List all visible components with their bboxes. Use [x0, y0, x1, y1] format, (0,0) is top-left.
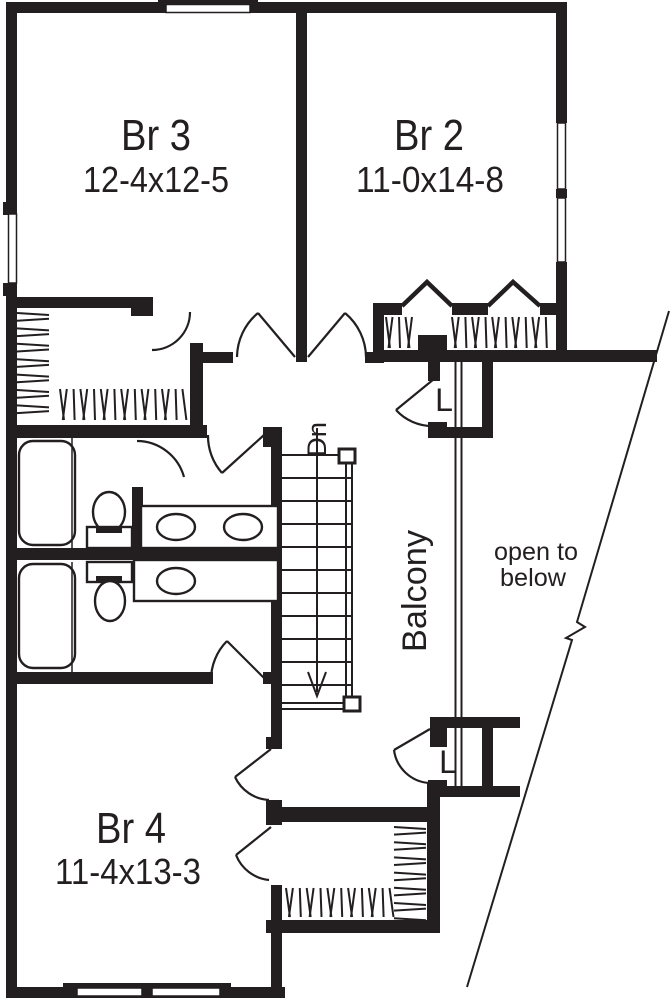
bathtub — [17, 439, 77, 547]
vanity — [132, 558, 280, 603]
sink — [155, 566, 197, 596]
br3-left-window — [7, 213, 18, 284]
br3-hall-door — [235, 312, 296, 358]
br2-closet-bifold-door-1 — [400, 278, 454, 308]
open-to-below-label-line1: open to — [494, 538, 578, 566]
handrail-post-top — [337, 447, 357, 465]
br2-closet-rod-hatch-right — [451, 316, 548, 349]
bathroom-2-fixtures — [17, 558, 280, 672]
labels: Br 3 12-4x12-5 Br 2 11-0x14-8 Br 4 11-4x… — [55, 111, 578, 892]
room-label-balcony: Balcony — [396, 530, 434, 652]
stair-direction-label: Dn — [302, 422, 332, 457]
sink — [222, 512, 264, 542]
linen-lower-door — [392, 728, 431, 785]
br3-closet-rod-hatch — [59, 388, 188, 421]
cutaway-break-line — [466, 310, 670, 988]
br3-top-window — [165, 3, 251, 14]
br4-bottom-window-1 — [76, 987, 143, 997]
br4-closet-shelf-hatch — [393, 826, 427, 922]
doors — [136, 278, 542, 882]
room-label-br4: Br 4 — [96, 804, 166, 853]
bathroom-1-fixtures — [17, 438, 280, 550]
linen-closet-label-lower: L — [439, 744, 457, 780]
br3-closet-shelf-hatch — [16, 312, 50, 415]
br2-closet-bifold-door-2 — [486, 278, 542, 308]
room-label-br2: Br 2 — [394, 111, 464, 160]
br4-closet-rod-hatch — [285, 887, 395, 918]
room-label-br3: Br 3 — [121, 111, 191, 160]
bathtub — [17, 562, 77, 670]
sink — [155, 512, 197, 542]
walls — [3, 2, 657, 998]
br2-right-window-2 — [556, 197, 567, 263]
linen-closet-label-upper: L — [435, 382, 453, 418]
window-sills — [63, 0, 258, 988]
room-dims-br2: 11-0x14-8 — [356, 159, 504, 200]
toilet-bowl — [93, 579, 127, 623]
bath2-door — [209, 640, 267, 681]
br4-bottom-window-2 — [151, 987, 221, 997]
bath1-hall-door — [206, 434, 265, 474]
staircase — [282, 428, 362, 713]
windows — [7, 3, 567, 997]
toilet-seat-hinge — [96, 527, 122, 533]
stair-arrow-down — [307, 671, 327, 699]
toilet-seat-hinge — [96, 576, 122, 582]
room-dims-br3: 12-4x12-5 — [83, 159, 229, 200]
br3-closet-door-arc — [151, 311, 192, 352]
handrail-post-bottom — [342, 695, 362, 713]
br2-hall-door — [307, 312, 368, 358]
br4-hall-door — [234, 748, 272, 802]
room-dims-br4: 11-4x13-3 — [55, 851, 201, 892]
open-to-below-label-line2: below — [500, 564, 567, 592]
br2-closet-rod-hatch-left — [385, 316, 413, 349]
linen-upper-door — [395, 378, 435, 428]
bath1-inner-door-arc — [136, 439, 186, 478]
br2-right-window-1 — [556, 122, 567, 190]
stair-handrail — [282, 447, 362, 713]
br4-closet-door — [234, 826, 272, 882]
